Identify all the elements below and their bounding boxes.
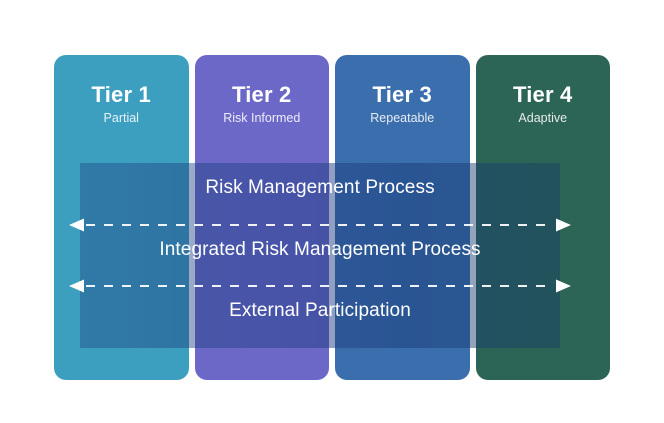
- tier-descriptor: Partial: [103, 111, 139, 126]
- tier-column-2[interactable]: Tier 2 Risk Informed: [194, 55, 329, 380]
- tier-column-3[interactable]: Tier 3 Repeatable: [335, 55, 470, 380]
- tier-column-1[interactable]: Tier 1 Partial: [54, 55, 189, 380]
- tier-columns: Tier 1 Partial Tier 2 Risk Informed Tier…: [54, 55, 610, 380]
- tier-title: Tier 1: [91, 82, 151, 107]
- tier-column-4[interactable]: Tier 4 Adaptive: [475, 55, 610, 380]
- tier-descriptor: Adaptive: [518, 111, 568, 126]
- tier-descriptor: Repeatable: [370, 111, 435, 126]
- tier-title: Tier 3: [372, 82, 432, 107]
- tier-title: Tier 4: [513, 82, 573, 107]
- tier-title: Tier 2: [232, 82, 292, 107]
- tier-descriptor: Risk Informed: [223, 111, 301, 126]
